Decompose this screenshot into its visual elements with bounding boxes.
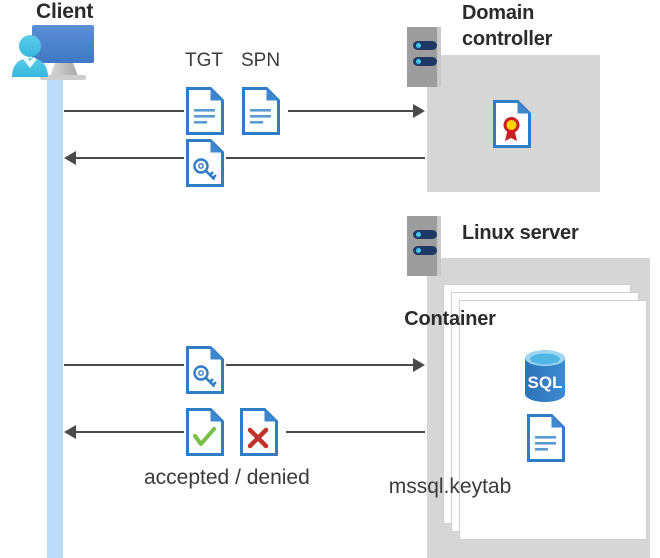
domain-controller-title-line-1: Domain [462,2,535,24]
flow-1-line-b [288,110,413,112]
flow-4-arrowhead [64,425,76,439]
text-document-icon-keytab [527,414,565,462]
label-accepted-denied: accepted / denied [144,466,310,489]
page-title-domain-controller: Domain controller [462,0,632,52]
x-mark-document-icon-denied [240,408,278,456]
client-lifeline [47,78,63,558]
label-spn: SPN [241,50,281,71]
page-title-client: Client [36,0,94,23]
checkmark-document-icon-accepted [186,408,224,456]
text-document-icon-spn [242,87,280,135]
text-document-icon-tgt [186,87,224,135]
container-title: Container [0,308,660,331]
container-title-text: Container [404,308,496,330]
domain-controller-title-line-2: controller [462,28,553,50]
flow-3-line-a [64,364,184,366]
server-rack-icon-domain-controller [407,27,441,87]
flow-4-line-a [76,431,184,433]
flow-3-arrowhead [413,358,425,372]
flow-1-arrowhead [413,104,425,118]
client-computer-icon [8,22,112,84]
key-document-icon-flow-3 [186,346,224,394]
certificate-document-icon [493,100,531,148]
svg-text:SQL: SQL [528,373,563,392]
keytab-filename-text: mssql.keytab [388,475,512,498]
flow-1-line-a [64,110,184,112]
flow-2-line-a [76,157,184,159]
server-rack-icon-linux [407,216,441,276]
flow-2-arrowhead [64,151,76,165]
page-title-linux-server: Linux server [462,222,579,244]
sql-database-icon: SQL [521,348,569,404]
label-tgt: TGT [185,50,223,71]
flow-2-line-b [226,157,425,159]
flow-3-line-b [226,364,413,366]
keytab-filename-label: mssql.keytab [0,475,660,499]
flow-4-line-b [286,431,425,433]
key-document-icon-flow-2 [186,139,224,187]
